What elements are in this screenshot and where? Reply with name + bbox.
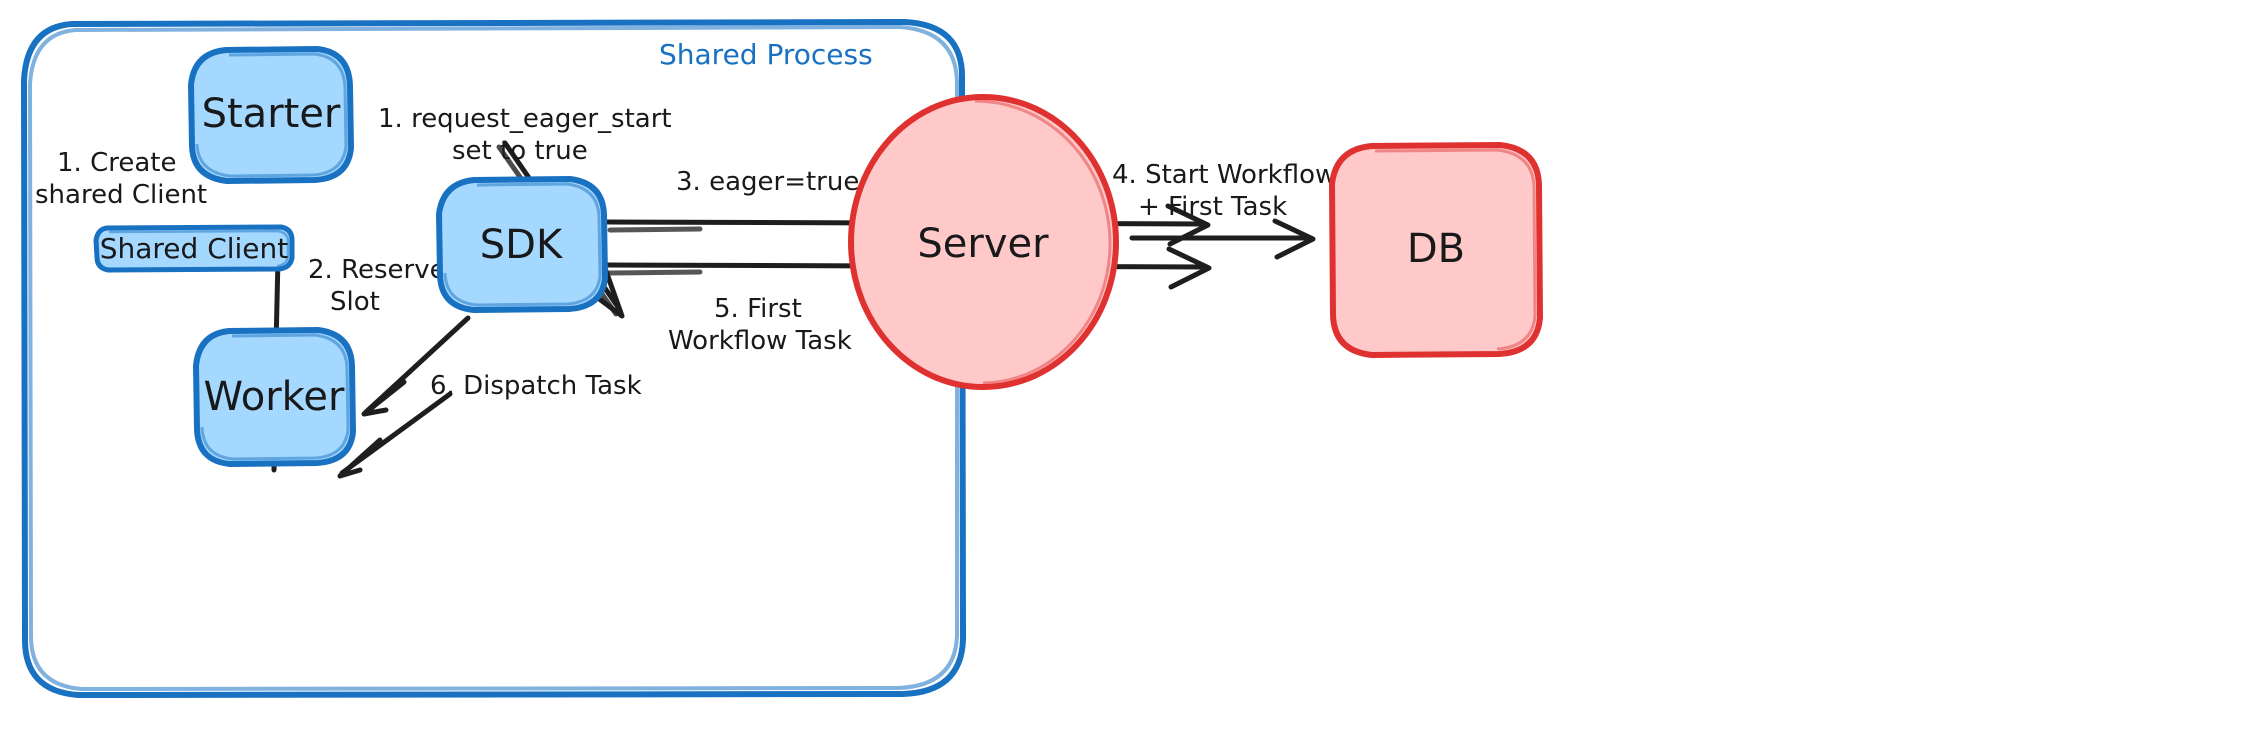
edge-label-eager-true: 3. eager=true [676,167,859,197]
edge-reserve-slot: 2. Reserve Slot [308,255,453,479]
edge-label-create-shared-client-line1: 1. Create [57,148,176,178]
node-worker-shape-sketch [200,333,350,461]
edge-label-create-shared-client-line2: shared Client [35,180,207,210]
edge-label-reserve-slot-line1: 2. Reserve [308,255,446,285]
arrow-head-start-workflow [1272,218,1316,260]
node-shared-client-label: Shared Client [100,232,289,265]
node-sdk-label: SDK [480,222,564,268]
shared-process-label: Shared Process [659,38,873,71]
edge-label-first-workflow-task-line2: Workflow Task [668,326,852,356]
node-server[interactable]: Server [848,94,1119,390]
shared-process-group: Shared Process [21,19,966,698]
node-sdk[interactable]: SDK [436,176,608,313]
edge-create-shared-client: 1. Create shared Client [35,148,281,473]
node-worker-shape [193,327,356,467]
node-starter-label: Starter [202,91,341,137]
node-server-shape-sketch [974,99,1112,385]
node-starter-shape-sketch [195,52,348,178]
node-server-shape [848,94,1119,390]
node-shared-client[interactable]: Shared Client [93,224,295,273]
shared-process-border [21,19,966,698]
edge-dispatch-task: 6. Dispatch Task [361,315,642,417]
node-shared-client-shape-sketch [108,229,290,268]
arrow-sdk-to-server-eager-sketch [607,226,703,233]
arrow-head-dispatch-task [361,379,407,417]
node-db[interactable]: DB [1329,142,1543,358]
node-db-label: DB [1407,226,1465,272]
arrow-head-reserve-slot [337,437,383,479]
edge-label-request-eager-start-line2: set to true [452,136,588,166]
edge-label-dispatch-task: 6. Dispatch Task [430,371,642,401]
node-sdk-shape-sketch [443,182,602,307]
node-sdk-shape [436,176,608,313]
node-starter[interactable]: Starter [188,46,354,184]
edge-label-start-workflow-line2: + First Task [1138,192,1287,222]
node-db-shape [1329,142,1543,358]
edge-label-start-workflow-line1: 4. Start Workflow [1112,160,1336,190]
edge-start-workflow: 4. Start Workflow + First Task [1112,160,1336,260]
node-server-label: Server [917,221,1049,267]
arrow-sdk-to-server-first-task-sketch [607,269,703,276]
edge-label-reserve-slot-line2: Slot [330,287,380,317]
node-worker-label: Worker [204,374,345,420]
node-worker[interactable]: Worker [193,327,356,467]
edge-label-request-eager-start-line1: 1. request_eager_start [378,104,672,134]
node-db-shape-sketch [1374,148,1537,351]
node-starter-shape [188,46,354,184]
edge-label-first-workflow-task-line1: 5. First [714,294,802,324]
arrow-head-first-workflow-task [1166,246,1212,290]
shared-process-border-sketch2 [28,25,959,691]
node-shared-client-shape [93,224,295,273]
